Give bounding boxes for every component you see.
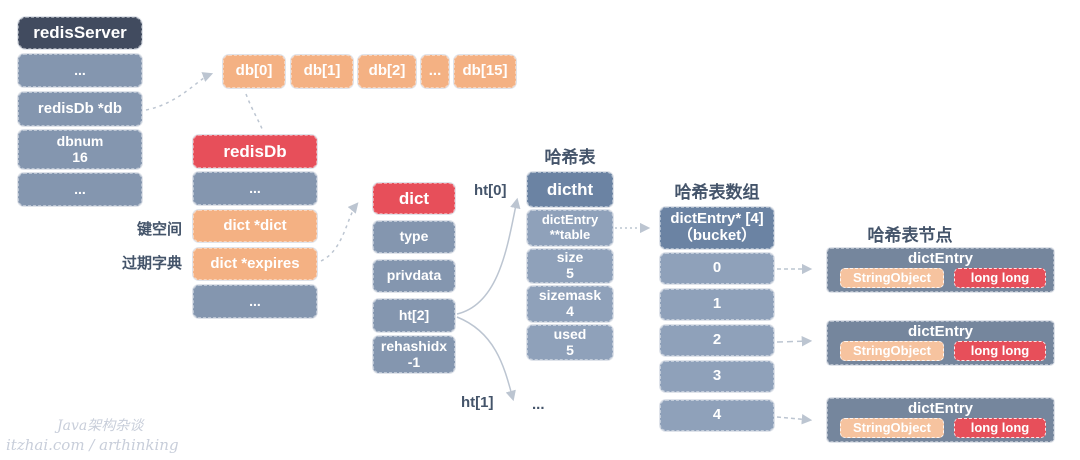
bucket-cell-3: 3 [660,361,774,392]
dictht-field-sizemask: sizemask 4 [527,286,613,322]
redis-server-field-redisdb-ptr: redisDb *db [18,92,142,126]
watermark-brand: Java架构杂谈 [57,418,144,434]
dictentry-node-1: dictEntry StringObject long long [827,321,1054,365]
dict-field-privdata: privdata [373,260,455,292]
dictht-field-table: dictEntry **table [527,210,613,246]
dict-field-type: type [373,221,455,253]
long-long-chip: long long [954,418,1046,438]
bucket-header: dictEntry* [4] （bucket） [660,207,774,249]
label-ht0: ht[0] [474,182,507,199]
bucket-cell-4: 4 [660,400,774,431]
label-ht1-ellipsis: ... [532,396,545,413]
arrow-db0-to-redisdb [245,93,264,132]
redis-db-field-dict: dict *dict [193,210,317,242]
dictentry-node-chips: StringObject long long [840,268,1046,288]
dictentry-node-title: dictEntry [907,250,973,267]
redis-db-field-ellipsis-top: ... [193,172,317,205]
dict-title: dict [373,183,455,214]
redis-server-title: redisServer [18,17,142,49]
db-array-item-2: db[2] [358,55,416,88]
bucket-cell-2: 2 [660,325,774,356]
arrow-ht2-to-dictht [456,197,521,315]
long-long-chip: long long [954,268,1046,288]
dictentry-node-0: dictEntry StringObject long long [827,248,1054,292]
dictht-field-used: used 5 [527,325,613,360]
dictht-title: dictht [527,172,613,207]
db-array-item-ellipsis: ... [421,55,449,88]
redis-db-title: redisDb [193,135,317,168]
arrow-cell2-to-node1 [776,336,813,347]
long-long-chip: long long [954,341,1046,361]
dict-field-rehashidx: rehashidx -1 [373,336,455,373]
arrow-dict-ptr-to-dict [320,202,359,262]
bucket-cell-0: 0 [660,253,774,284]
db-array-item-1: db[1] [291,55,353,88]
string-object-chip: StringObject [840,341,944,361]
dictht-field-size: size 5 [527,249,613,283]
db-array-item-15: db[15] [454,55,516,88]
redis-server-field-ellipsis-top: ... [18,54,142,87]
label-ht1: ht[1] [461,394,494,411]
caption-hash-table-array: 哈希表数组 [674,183,760,202]
arrow-redisdb-ptr-to-db0 [145,72,214,111]
redis-server-field-ellipsis-bottom: ... [18,173,142,206]
dict-field-ht2: ht[2] [373,299,455,332]
label-expires-dict: 过期字典 [121,255,182,272]
redis-server-field-dbnum: dbnum 16 [18,130,142,169]
dictentry-node-chips: StringObject long long [840,418,1046,438]
string-object-chip: StringObject [840,418,944,438]
watermark-site: itzhai.com / arthinking [6,436,179,454]
bucket-cell-1: 1 [660,289,774,320]
string-object-chip: StringObject [840,268,944,288]
dictentry-node-title: dictEntry [907,400,973,417]
db-array-item-0: db[0] [223,55,285,88]
caption-hash-table: 哈希表 [544,148,596,167]
dictentry-node-title: dictEntry [907,323,973,340]
dictentry-node-chips: StringObject long long [840,341,1046,361]
redis-db-field-ellipsis-bottom: ... [193,285,317,318]
dictentry-node-2: dictEntry StringObject long long [827,398,1054,442]
redis-db-field-expires: dict *expires [193,248,317,280]
arrow-ht2-to-ht1 [456,316,516,402]
label-key-space: 键空间 [136,221,182,238]
caption-hash-table-node: 哈希表节点 [867,226,953,245]
arrow-cell4-to-node2 [776,414,813,425]
